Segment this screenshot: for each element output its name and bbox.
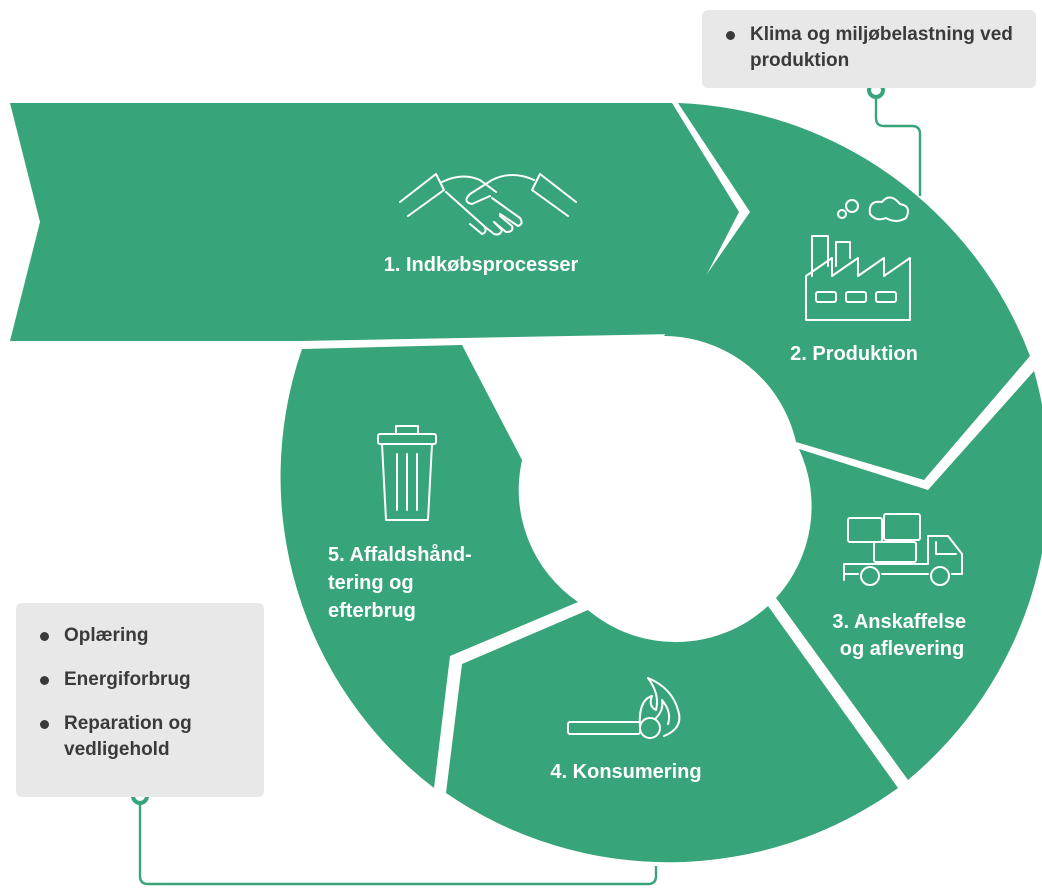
stage-4-label-line-1: 4. Konsumering [550, 761, 701, 783]
factory-icon [805, 196, 911, 321]
stage-5-label-line-2: tering og [328, 572, 414, 594]
connector-left [138, 803, 658, 886]
stage-2-label: 2. Produktion [790, 343, 918, 365]
note-left-item: Reparation og vedligehold [38, 711, 254, 763]
stage-3-segment [776, 371, 1042, 780]
stage-4-segment [446, 606, 898, 863]
stage-4-label: 4. Konsumering [550, 761, 701, 783]
trash-can-icon [377, 425, 437, 521]
stage-1-label-line-1: 1. Indkøbsprocesser [384, 254, 579, 276]
note-top-item: Klima og miljøbelastning ved produktion [724, 22, 1024, 74]
stage-5-label-line-3: efterbrug [328, 600, 416, 622]
stage-5-segment [280, 345, 578, 788]
stage-3-label-line-2: og aflevering [840, 638, 964, 660]
stage-3-label-line-1: 3. Anskaffelse [832, 611, 966, 633]
stage-1-label: 1. Indkøbsprocesser [384, 254, 579, 276]
handshake-icon [399, 173, 577, 236]
note-box-left: Oplæring Energiforbrug Reparation og ved… [16, 603, 264, 797]
stage-1-segment [10, 103, 739, 341]
note-left-list: Oplæring Energiforbrug Reparation og ved… [38, 623, 254, 763]
note-left-item: Oplæring [38, 623, 254, 649]
stage-2-label-line-1: 2. Produktion [790, 343, 918, 365]
note-box-top: Klima og miljøbelastning ved produktion [702, 10, 1036, 88]
stage-3-label: 3. Anskaffelse og aflevering [832, 611, 971, 660]
note-left-item: Energiforbrug [38, 667, 254, 693]
connector-top [874, 97, 922, 196]
burning-match-icon [567, 677, 681, 739]
delivery-truck-icon [843, 513, 963, 586]
stage-5-label: 5. Affaldshånd- tering og efterbrug [328, 543, 477, 622]
note-top-list: Klima og miljøbelastning ved produktion [724, 22, 1024, 74]
stage-5-label-line-1: 5. Affaldshånd- [328, 543, 472, 566]
